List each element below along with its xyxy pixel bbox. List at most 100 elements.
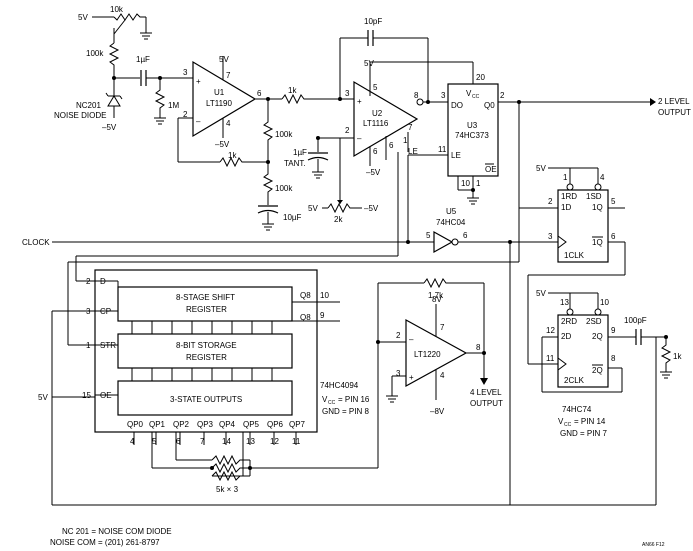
sr-title-2: REGISTER (186, 305, 227, 314)
u3-part: 74HC373 (455, 131, 489, 140)
u3-oe: OE (485, 165, 497, 174)
lt1220-pin2: 2 (396, 331, 401, 340)
noise-source: 5V 10k 100k NC201 NOISE DIODE –5V 1µF 1M (54, 5, 193, 132)
qp-label: QP6 (267, 420, 284, 429)
u1-minus: – (196, 117, 201, 126)
label-1k-feedback: 1k (228, 151, 237, 160)
lt1220-pin7: 7 (440, 323, 445, 332)
u3-vcc-sub: CC (472, 94, 480, 100)
figure-id: AN66 F12 (642, 542, 665, 548)
hc74-label: 74HC74 (562, 405, 592, 414)
storage-block (117, 333, 293, 369)
u2-pin5: 5 (373, 83, 378, 92)
u1-plus: + (196, 77, 201, 86)
qp-label: QP1 (149, 420, 166, 429)
ff1-pin2: 2 (548, 197, 553, 206)
ff2-pin8: 8 (611, 354, 616, 363)
ff2-pin13: 13 (560, 298, 569, 307)
u3-name: U3 (467, 121, 478, 130)
u5-part: 74HC04 (436, 218, 466, 227)
le-label: LE (408, 147, 418, 156)
lt1220-plus: + (409, 373, 414, 382)
footnote-2: NOISE COM = (201) 261-8797 (50, 538, 160, 547)
u3-vcc: V (466, 89, 472, 98)
shift-register-74hc4094: 8-STAGE SHIFT REGISTER 8-BIT STORAGE REG… (38, 175, 520, 446)
st-title-1: 8-BIT STORAGE (176, 341, 237, 350)
ff1-sd: 1SD (586, 192, 602, 201)
qp-pin: 13 (246, 437, 255, 446)
u5-name: U5 (446, 207, 457, 216)
pot-neg5v: –5V (364, 204, 379, 213)
u5-pin5: 5 (426, 231, 431, 240)
qp-pin: 14 (222, 437, 231, 446)
lt1220-pin3: 3 (396, 369, 401, 378)
pot-5v: 5V (308, 204, 318, 213)
qp-label: QP2 (173, 420, 190, 429)
hc74-vcc-sub: CC (564, 422, 572, 428)
hc74-gnd: GND = PIN 7 (560, 429, 607, 438)
u3-pin11: 11 (438, 145, 447, 154)
u1-pin6: 6 (257, 89, 262, 98)
u5-pin6: 6 (463, 231, 468, 240)
label-4level-2: OUTPUT (470, 399, 503, 408)
shift-stage-block (117, 286, 293, 322)
ff2-clk: 2CLK (564, 376, 585, 385)
u2-pin1: 1 (403, 136, 408, 145)
u3-do: DO (451, 101, 463, 110)
label-2level-1: 2 LEVEL (658, 97, 690, 106)
u3-pin20: 20 (476, 73, 485, 82)
u2-pin6: 6 (389, 141, 394, 150)
label-100k-b: 100k (275, 184, 293, 193)
hc4094-gnd: GND = PIN 8 (322, 407, 369, 416)
u3-pin10: 10 (461, 179, 470, 188)
hc74-pin14: = PIN 14 (574, 417, 606, 426)
lt1220-minus: – (409, 335, 414, 344)
qp-label: QP0 (127, 420, 144, 429)
sr-pin9: 9 (320, 311, 325, 320)
lt1220-op-amp: – + LT1220 8V 7 4 –8V 2 3 8 1.7k 4 LEVEL… (376, 277, 503, 468)
label-1k-out: 1k (673, 352, 682, 361)
qp-pin: 4 (130, 437, 135, 446)
u2-comparator: + – U2 LT1116 3 2 5V 5 6 –5V 6 1 7 8 LE … (284, 17, 448, 224)
label-1m: 1M (168, 101, 179, 110)
u2-neg5v: –5V (366, 168, 381, 177)
u1-pin3: 3 (183, 68, 188, 77)
qs2: Q8 (300, 313, 311, 322)
u1-5v: 5V (219, 55, 229, 64)
ff2-pin12: 12 (546, 326, 555, 335)
ff2-pin11: 11 (546, 354, 555, 363)
u1-op-amp: + – U1 LT1190 3 2 5V 7 4 –5V 6 1k (177, 55, 268, 168)
u2-plus: + (357, 97, 362, 106)
label-noise-diode: NOISE DIODE (54, 111, 106, 120)
ff1-5v: 5V (536, 164, 546, 173)
label-1uf: 1µF (136, 55, 150, 64)
flip-flop-1: 5V 1 4 1RD 1SD 1D 1Q 1Q 1CLK 2 5 3 6 (518, 102, 626, 364)
clock-path: CLOCK 5 6 U5 74HC04 (22, 155, 558, 506)
qp-pin: 11 (292, 437, 301, 446)
ff2-pin9: 9 (611, 326, 616, 335)
hc4094-vcc: V (322, 395, 328, 404)
ff1-pin5: 5 (611, 197, 616, 206)
ff1-d: 1D (561, 203, 571, 212)
ff1-pin3: 3 (548, 232, 553, 241)
ff1-pin4: 4 (600, 173, 605, 182)
outputs-block (117, 380, 293, 416)
hc4094-label: 74HC4094 (320, 381, 359, 390)
ff2-5v: 5V (536, 289, 546, 298)
u3-qo: Q0 (484, 101, 495, 110)
label-2level-2: OUTPUT (658, 108, 691, 117)
hc4094-pin16: = PIN 16 (338, 395, 370, 404)
u3-pin1: 1 (476, 179, 481, 188)
sr-5v: 5V (38, 393, 48, 402)
u2-5v: 5V (364, 59, 374, 68)
u2-pin3: 3 (345, 89, 350, 98)
u1-name: U1 (214, 88, 225, 97)
st-title-2: REGISTER (186, 353, 227, 362)
u2-minus: – (357, 134, 362, 143)
u2-pin8: 8 (414, 91, 419, 100)
u3-pin2: 2 (500, 91, 505, 100)
ff1-clk: 1CLK (564, 251, 585, 260)
u2-pin2: 2 (345, 126, 350, 135)
label-100k-a: 100k (275, 130, 293, 139)
